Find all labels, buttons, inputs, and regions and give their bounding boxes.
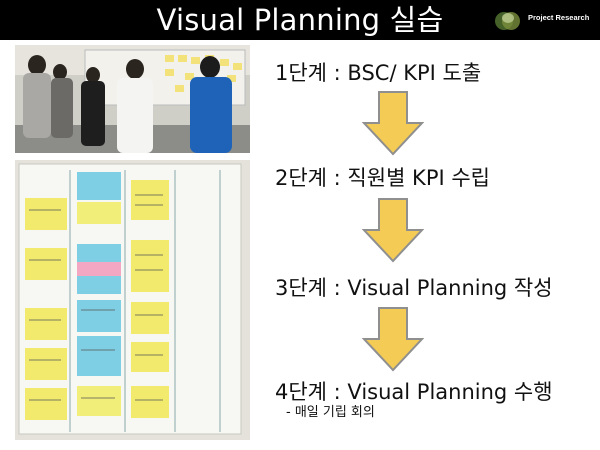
slide-title: Visual Planning 실습 [156, 3, 444, 37]
step-4-subtext: - 매일 기립 회의 [286, 405, 375, 420]
visual-planning-board-photo [15, 160, 250, 440]
down-arrow-icon [362, 91, 424, 156]
logo-icon [495, 12, 520, 30]
step-3: 3단계 : Visual Planning 작성 [275, 276, 553, 300]
step-1: 1단계 : BSC/ KPI 도출 [275, 61, 482, 85]
down-arrow-icon [362, 198, 424, 263]
step-2: 2단계 : 직원별 KPI 수립 [275, 166, 491, 190]
title-bar: Visual Planning 실습 Project Research [0, 0, 600, 40]
down-arrow-icon [362, 307, 424, 372]
meeting-photo [15, 45, 250, 153]
step-4: 4단계 : Visual Planning 수행 [275, 380, 553, 404]
logo-text: Project Research [528, 13, 590, 22]
